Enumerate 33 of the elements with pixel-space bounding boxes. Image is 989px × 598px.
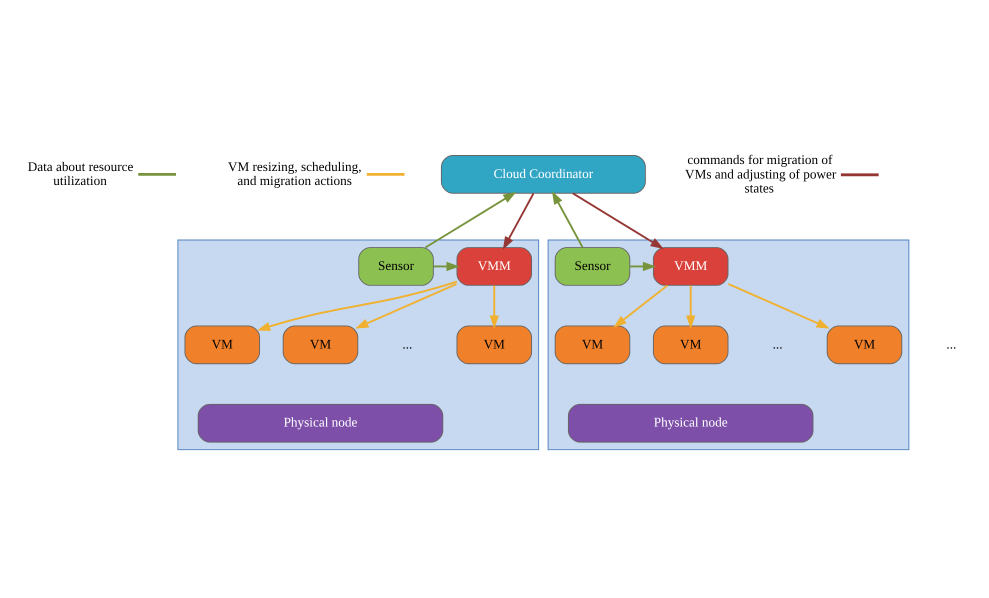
node-box: VMM xyxy=(652,246,728,286)
label: ... xyxy=(946,336,956,351)
node-box: VM xyxy=(826,324,902,364)
node-box: VM xyxy=(184,324,260,364)
arrow xyxy=(434,261,460,271)
arrow xyxy=(552,190,584,248)
legend-label: Data about resource utilization xyxy=(28,158,134,188)
arrow xyxy=(424,191,516,248)
arrow xyxy=(502,192,534,250)
node-box: VM xyxy=(282,324,358,364)
label: ... xyxy=(402,336,412,351)
node-box: Sensor xyxy=(554,246,630,286)
node-box: VM xyxy=(456,324,532,364)
cluster xyxy=(548,239,910,450)
node-box: VMM xyxy=(456,246,532,286)
node-box: Physical node xyxy=(198,403,444,442)
node-box: VM xyxy=(652,324,728,364)
arrow xyxy=(613,284,668,328)
arrow xyxy=(256,280,458,330)
legend-label: commands for migration of VMs and adjusting of power states xyxy=(685,152,836,195)
node-box: Cloud Coordinator xyxy=(440,154,646,194)
arrow xyxy=(355,282,457,328)
cluster xyxy=(177,239,540,450)
node-box: Sensor xyxy=(358,246,434,286)
arrow xyxy=(686,285,696,328)
node-box: Physical node xyxy=(568,403,814,442)
arrow xyxy=(728,282,830,328)
arrow xyxy=(490,285,499,328)
node-box: VM xyxy=(554,324,630,364)
arrow xyxy=(572,192,664,248)
label: ... xyxy=(772,336,783,351)
arrow xyxy=(630,261,656,271)
legend-label: VM resizing, scheduling, and migration actions xyxy=(228,158,362,188)
